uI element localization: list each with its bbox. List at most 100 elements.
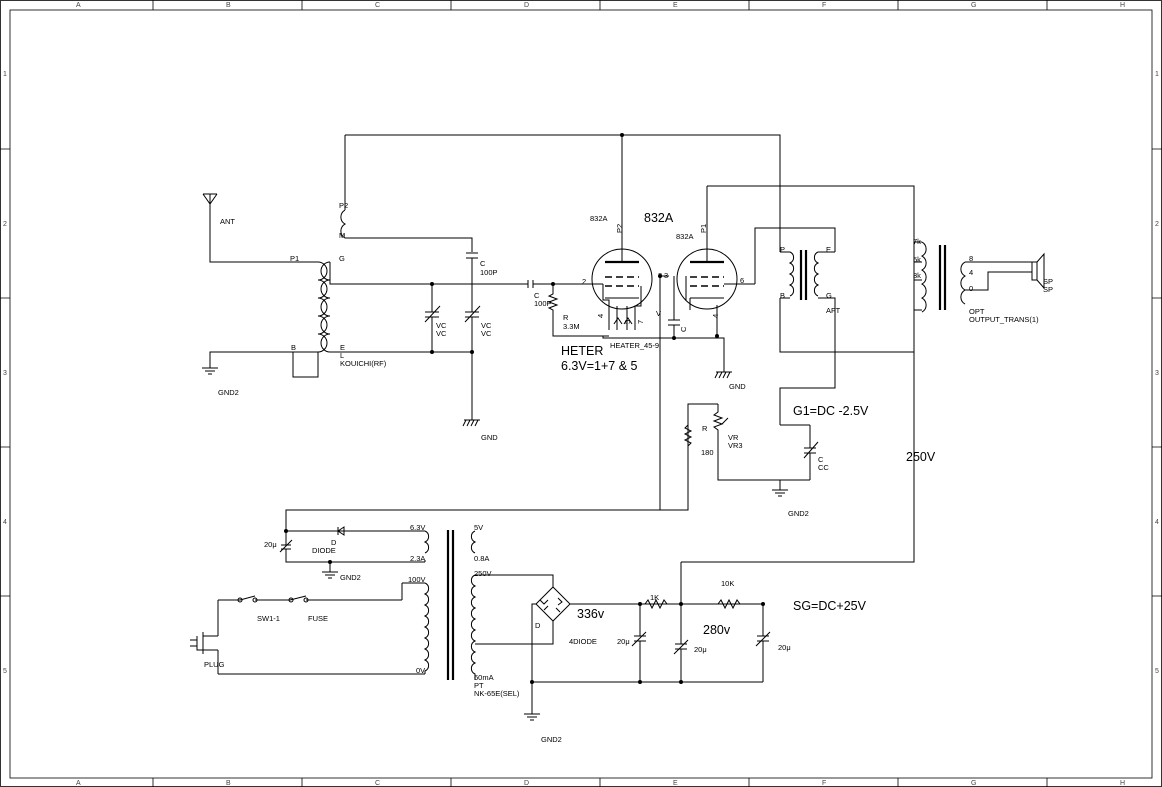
fuse-label: FUSE bbox=[308, 614, 328, 623]
cap-20u-c: 20μ bbox=[778, 643, 791, 652]
res-1k-label: 1K bbox=[650, 593, 659, 602]
vr-label: VR bbox=[728, 433, 739, 442]
cap-20u-left: 20μ bbox=[264, 540, 277, 549]
col-label-a-bottom: A bbox=[76, 780, 81, 787]
heater-wiring bbox=[279, 509, 688, 572]
res-10k-label: 10K bbox=[721, 579, 734, 588]
aft-pin-g: G bbox=[826, 291, 832, 300]
aft-pin-p: P bbox=[780, 245, 785, 254]
coil-pin-g: G bbox=[339, 254, 345, 263]
pt-5v: 5V bbox=[474, 523, 483, 532]
row-label-5: 5 bbox=[3, 668, 7, 675]
diode-name: DIODE bbox=[312, 546, 336, 555]
vr3-label: VR3 bbox=[728, 441, 743, 450]
variable-capacitor-2 bbox=[464, 298, 481, 420]
bridge-name: 4DIODE bbox=[569, 637, 597, 646]
col-label-e-bottom: E bbox=[673, 780, 678, 787]
col-label-h: H bbox=[1120, 2, 1125, 9]
coil-pin-p2: P2 bbox=[339, 201, 348, 210]
speaker-symbol bbox=[1031, 252, 1045, 290]
antenna-label: ANT bbox=[220, 217, 235, 226]
pt-6.3v: 6.3V bbox=[410, 523, 425, 532]
sg-note: SG=DC+25V bbox=[793, 599, 867, 613]
grid-coupling bbox=[455, 280, 603, 337]
reaction-coil bbox=[340, 135, 473, 252]
opt-tap-4: 4 bbox=[969, 268, 973, 277]
switch-label: SW1-1 bbox=[257, 614, 280, 623]
row-label-5-right: 5 bbox=[1155, 668, 1159, 675]
aft-pin-e: E bbox=[826, 245, 831, 254]
cap-top-label: C bbox=[480, 259, 486, 268]
ground-symbol-bottom bbox=[524, 713, 540, 721]
cap-top-value: 100P bbox=[480, 268, 498, 277]
gnd2-top-left-label: GND2 bbox=[218, 388, 239, 397]
heater-net-label: HEATER_45-9 bbox=[610, 341, 659, 350]
tube-pin-4b: 4 bbox=[711, 314, 720, 318]
v336-note: 336v bbox=[577, 607, 605, 621]
pt-2.3a: 2.3A bbox=[410, 554, 425, 563]
coil-pin-m: M bbox=[339, 231, 345, 240]
coil-pin-l: L bbox=[340, 351, 344, 360]
inner-frame bbox=[9, 9, 1153, 779]
mains-wiring bbox=[190, 595, 402, 674]
bias-circuit bbox=[683, 403, 819, 510]
tube-pin-2: 2 bbox=[582, 277, 586, 286]
col-label-d-bottom: D bbox=[524, 780, 529, 787]
row-label-3: 3 bbox=[3, 370, 7, 377]
cap-20u-b: 20μ bbox=[694, 645, 707, 654]
vc2-label-b: VC bbox=[481, 329, 492, 338]
pt-0.8a: 0.8A bbox=[474, 554, 489, 563]
filter-section bbox=[631, 352, 915, 682]
col-label-h-bottom: H bbox=[1120, 780, 1125, 787]
junction-dots bbox=[284, 133, 765, 684]
pt-name: PT bbox=[474, 681, 484, 690]
cap-grid-value: 100P bbox=[534, 299, 552, 308]
gnd-top-label: GND bbox=[481, 433, 498, 442]
antenna-symbol bbox=[202, 193, 318, 263]
plug-label: PLUG bbox=[204, 660, 225, 669]
opt-tap-5k: 5k bbox=[913, 255, 921, 264]
tube1-part-label: 832A bbox=[590, 214, 608, 223]
col-label-g-bottom: G bbox=[971, 780, 976, 787]
row-label-3-right: 3 bbox=[1155, 370, 1159, 377]
pt-0v: 0V bbox=[416, 666, 425, 675]
col-label-d: D bbox=[524, 2, 529, 9]
speaker-label-a: SP bbox=[1043, 277, 1053, 286]
tube2-part-label: 832A bbox=[676, 232, 694, 241]
col-label-f-bottom: F bbox=[822, 780, 826, 787]
opt-tap-8: 8 bbox=[969, 254, 973, 263]
tube-pin-6: 6 bbox=[740, 276, 744, 285]
res-180-value: 180 bbox=[701, 448, 714, 457]
col-label-c-bottom: C bbox=[375, 780, 380, 787]
res-grid-label: R bbox=[563, 313, 569, 322]
heter-description: 6.3V=1+7 & 5 bbox=[561, 359, 638, 373]
cap-cc-cc: CC bbox=[818, 463, 829, 472]
col-label-g: G bbox=[971, 2, 976, 9]
tube-1-832a bbox=[591, 135, 653, 330]
row-label-1: 1 bbox=[3, 71, 7, 78]
ground-symbol-gnd bbox=[462, 419, 480, 427]
pt-part-name: NK-65E(SEL) bbox=[474, 689, 520, 698]
tube-pin-4a: 4 bbox=[596, 314, 605, 318]
coil-pin-b: B bbox=[291, 343, 296, 352]
row-label-2: 2 bbox=[3, 221, 7, 228]
ground-symbol-left bbox=[322, 571, 338, 579]
gnd2-left-label: GND2 bbox=[340, 573, 361, 582]
aft-part-name: AFT bbox=[826, 306, 841, 315]
res-180-label: R bbox=[702, 424, 708, 433]
row-label-1-right: 1 bbox=[1155, 71, 1159, 78]
coil-pin-p1: P1 bbox=[290, 254, 299, 263]
gnd-mid-label: GND bbox=[729, 382, 746, 391]
speaker-label-b: SP bbox=[1043, 285, 1053, 294]
bridge-d-label: D bbox=[535, 621, 541, 630]
cap-cc-c: C bbox=[818, 455, 824, 464]
diode-d-label: D bbox=[331, 538, 337, 547]
opt-name: OPT bbox=[969, 307, 985, 316]
power-transformer bbox=[218, 530, 477, 680]
col-label-f: F bbox=[822, 2, 826, 9]
gnd2-bottom-label: GND2 bbox=[541, 735, 562, 744]
col-label-e: E bbox=[673, 2, 678, 9]
